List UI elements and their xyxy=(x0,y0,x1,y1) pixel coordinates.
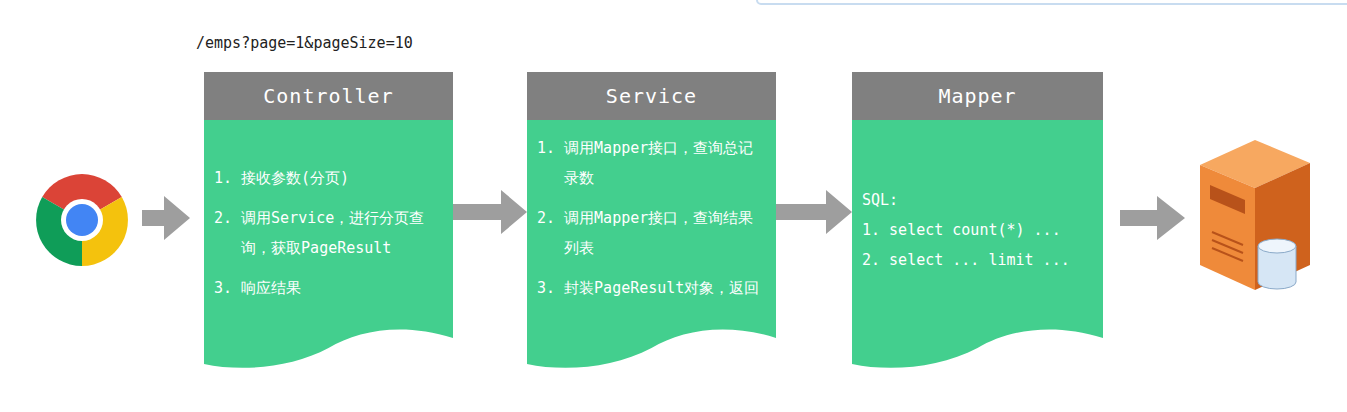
box-body: SQL:1. select count(*) ...2. select ... … xyxy=(852,120,1103,370)
layer-box: Controller 1. 接收参数(分页) 2. 调用Service，进行分页查询… xyxy=(204,72,453,370)
icon-part xyxy=(61,199,103,241)
step-text: 2. 调用Mapper接口，查询结果列表 xyxy=(537,203,766,263)
body-shape xyxy=(204,120,453,368)
database-top xyxy=(1258,239,1296,253)
url-label: /emps?page=1&pageSize=10 xyxy=(196,34,413,52)
server-slot xyxy=(1210,185,1245,214)
step-text: 3. 封装PageResult对象，返回 xyxy=(537,273,766,303)
server-vent xyxy=(1212,240,1243,253)
step-text: 1. select count(*) ... xyxy=(862,215,1093,245)
step-text: 1. 接收参数(分页) xyxy=(214,163,443,193)
heading-band xyxy=(527,72,776,120)
server-vent xyxy=(1212,248,1243,261)
server-vent xyxy=(1212,232,1243,245)
flow-arrow xyxy=(142,196,190,240)
server-front xyxy=(1200,165,1255,290)
box-heading: Mapper xyxy=(852,72,1103,120)
step-text: 2. select ... limit ... xyxy=(862,245,1093,275)
body-shape xyxy=(852,120,1103,368)
box-body: 1. 调用Mapper接口，查询总记录数 2. 调用Mapper接口，查询结果列表… xyxy=(527,120,776,370)
flow-arrow xyxy=(776,190,852,234)
heading-band xyxy=(204,72,453,120)
body-shape xyxy=(527,120,776,368)
flow-arrow xyxy=(453,190,527,234)
heading-band xyxy=(852,72,1103,120)
server-side xyxy=(1255,163,1310,290)
layer-box: Service 1. 调用Mapper接口，查询总记录数 2. 调用Mapper接口… xyxy=(527,72,776,370)
box-body: 1. 接收参数(分页) 2. 调用Service，进行分页查询，获取PageRes… xyxy=(204,120,453,370)
step-text: SQL: xyxy=(862,185,1093,215)
layer-box: MapperSQL:1. select count(*) ...2. selec… xyxy=(852,72,1103,370)
step-text: 2. 调用Service，进行分页查询，获取PageResult xyxy=(214,203,443,263)
icon-part xyxy=(66,204,98,236)
panel-edge xyxy=(757,0,1347,4)
step-text: 3. 响应结果 xyxy=(214,273,443,303)
flow-arrow xyxy=(1120,196,1185,240)
box-heading: Service xyxy=(527,72,776,120)
browser-icon xyxy=(36,174,128,266)
box-heading: Controller xyxy=(204,72,453,120)
server-icon xyxy=(1200,140,1310,290)
step-text: 1. 调用Mapper接口，查询总记录数 xyxy=(537,133,766,193)
